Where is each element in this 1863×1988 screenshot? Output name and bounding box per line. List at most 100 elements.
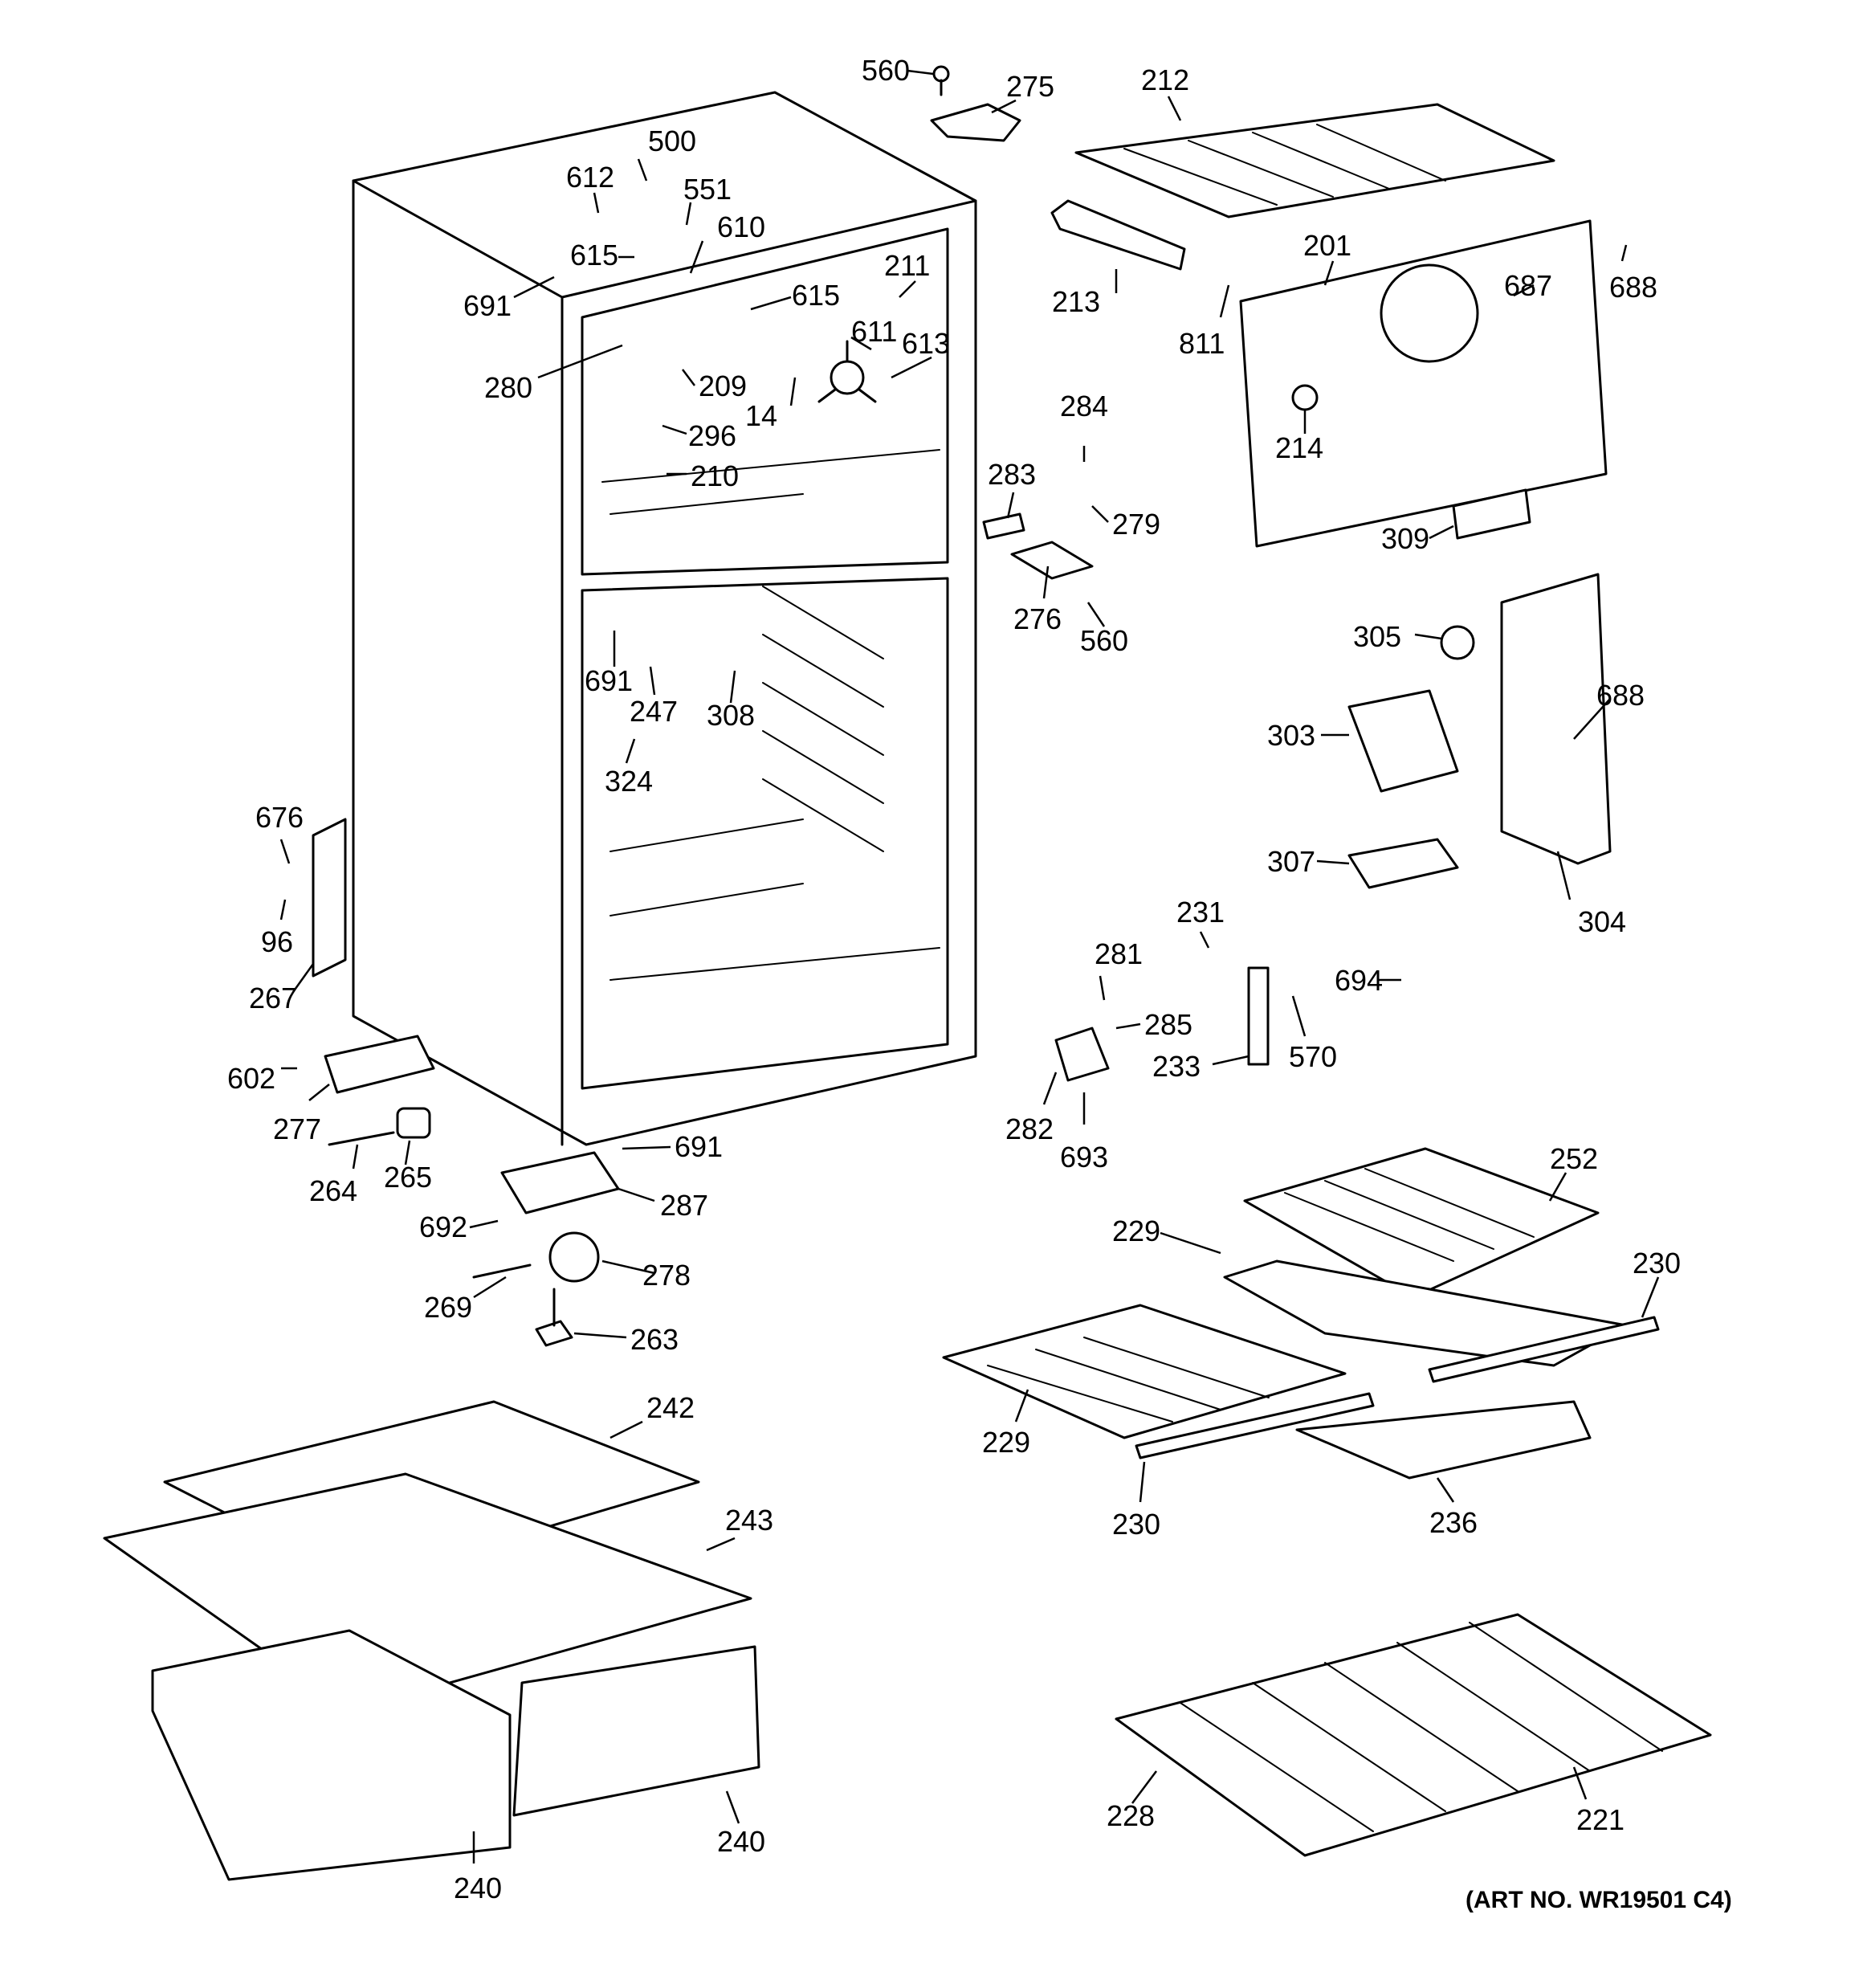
part-bracket-277 (324, 1035, 435, 1094)
part-leveler-263 (535, 1288, 573, 1347)
label-612: 612 (566, 161, 614, 194)
label-610: 610 (717, 210, 765, 243)
label-277: 277 (273, 1112, 321, 1145)
label-240: 240 (454, 1872, 502, 1904)
part-shelf-212 (1074, 103, 1555, 218)
part-bracket-283 (982, 512, 1025, 540)
label-691: 691 (463, 289, 512, 322)
label-305: 305 (1353, 620, 1401, 653)
label-212: 212 (1141, 63, 1189, 96)
label-303: 303 (1267, 719, 1315, 752)
part-axle-264 (328, 1131, 395, 1146)
part-pan-236 (1295, 1400, 1592, 1480)
label-263: 263 (630, 1323, 679, 1356)
part-shelf-221 (1115, 1613, 1712, 1857)
part-rail-230-left (1135, 1392, 1375, 1459)
label-691: 691 (675, 1130, 723, 1163)
label-213: 213 (1052, 285, 1100, 318)
part-label-309 (1452, 488, 1531, 540)
part-labels: 560 275 212 500 612 551 610 615 691 615 … (227, 54, 1732, 1913)
label-231: 231 (1176, 896, 1225, 929)
label-276: 276 (1013, 602, 1062, 635)
label-265: 265 (384, 1161, 432, 1194)
part-ice-tray-213 (1050, 199, 1186, 271)
label-615: 615 (792, 279, 840, 312)
part-tray-307 (1347, 838, 1459, 889)
leader-lines (279, 69, 1660, 1863)
label-283: 283 (988, 458, 1036, 491)
label-676: 676 (255, 801, 304, 834)
part-bolt-269 (472, 1263, 532, 1279)
label-221: 221 (1576, 1803, 1625, 1836)
label-307: 307 (1267, 845, 1315, 878)
label-692: 692 (419, 1210, 467, 1243)
part-chute-303 (1347, 689, 1459, 793)
label-560: 560 (862, 54, 910, 87)
part-bracket-282 (1054, 1027, 1110, 1082)
label-269: 269 (424, 1291, 472, 1324)
part-hinge-287 (500, 1151, 620, 1214)
label-247: 247 (630, 695, 678, 728)
label-264: 264 (309, 1174, 357, 1207)
label-560: 560 (1080, 624, 1128, 657)
label-688: 688 (1596, 679, 1645, 712)
label-209: 209 (699, 369, 747, 402)
label-229: 229 (982, 1426, 1030, 1459)
label-243: 243 (725, 1504, 773, 1537)
label-284: 284 (1060, 390, 1108, 423)
label-229: 229 (1112, 1214, 1160, 1247)
label-615: 615 (570, 239, 618, 271)
label-267: 267 (249, 982, 297, 1014)
label-688: 688 (1609, 271, 1657, 304)
label-230: 230 (1112, 1508, 1160, 1541)
cabinet (352, 91, 977, 1146)
label-309: 309 (1381, 522, 1429, 555)
label-281: 281 (1095, 937, 1143, 970)
part-screw-560-top (932, 65, 950, 96)
label-691: 691 (585, 664, 633, 697)
label-240: 240 (717, 1825, 765, 1858)
part-bracket-276 (1010, 541, 1094, 580)
label-811: 811 (1179, 327, 1225, 360)
label-96: 96 (261, 925, 293, 958)
label-242: 242 (646, 1391, 695, 1424)
part-duct-305 (1440, 625, 1475, 660)
label-500: 500 (648, 125, 696, 157)
label-236: 236 (1429, 1506, 1478, 1539)
label-570: 570 (1289, 1040, 1337, 1073)
part-hinge-275 (930, 103, 1021, 142)
part-fan-613 (817, 340, 877, 403)
label-252: 252 (1550, 1142, 1598, 1175)
label-694: 694 (1335, 964, 1383, 997)
part-drawer-240-right (512, 1645, 760, 1817)
art-number: (ART NO. WR19501 C4) (1466, 1887, 1732, 1913)
part-bracket-267 (312, 818, 347, 978)
label-287: 287 (660, 1189, 708, 1222)
label-228: 228 (1107, 1799, 1155, 1832)
label-280: 280 (484, 371, 532, 404)
label-687: 687 (1504, 269, 1552, 302)
label-304: 304 (1578, 905, 1626, 938)
part-rail-230-right (1428, 1316, 1660, 1383)
label-214: 214 (1275, 431, 1323, 464)
label-285: 285 (1144, 1008, 1192, 1041)
part-dispenser-304 (1500, 573, 1612, 865)
label-282: 282 (1005, 1112, 1054, 1145)
part-roller-265 (396, 1107, 431, 1139)
label-324: 324 (605, 765, 653, 798)
label-693: 693 (1060, 1141, 1108, 1174)
label-308: 308 (707, 699, 755, 732)
part-rail-233 (1247, 966, 1270, 1066)
label-230: 230 (1633, 1247, 1681, 1280)
part-evaporator-cover-201 (1239, 219, 1608, 548)
label-279: 279 (1112, 508, 1160, 541)
label-211: 211 (884, 249, 930, 282)
label-278: 278 (642, 1259, 691, 1292)
label-613: 613 (902, 327, 950, 360)
label-275: 275 (1006, 70, 1054, 103)
label-551: 551 (683, 173, 732, 206)
label-611: 611 (851, 315, 897, 348)
part-shelf-229-left (942, 1304, 1347, 1439)
label-14: 14 (745, 399, 777, 432)
